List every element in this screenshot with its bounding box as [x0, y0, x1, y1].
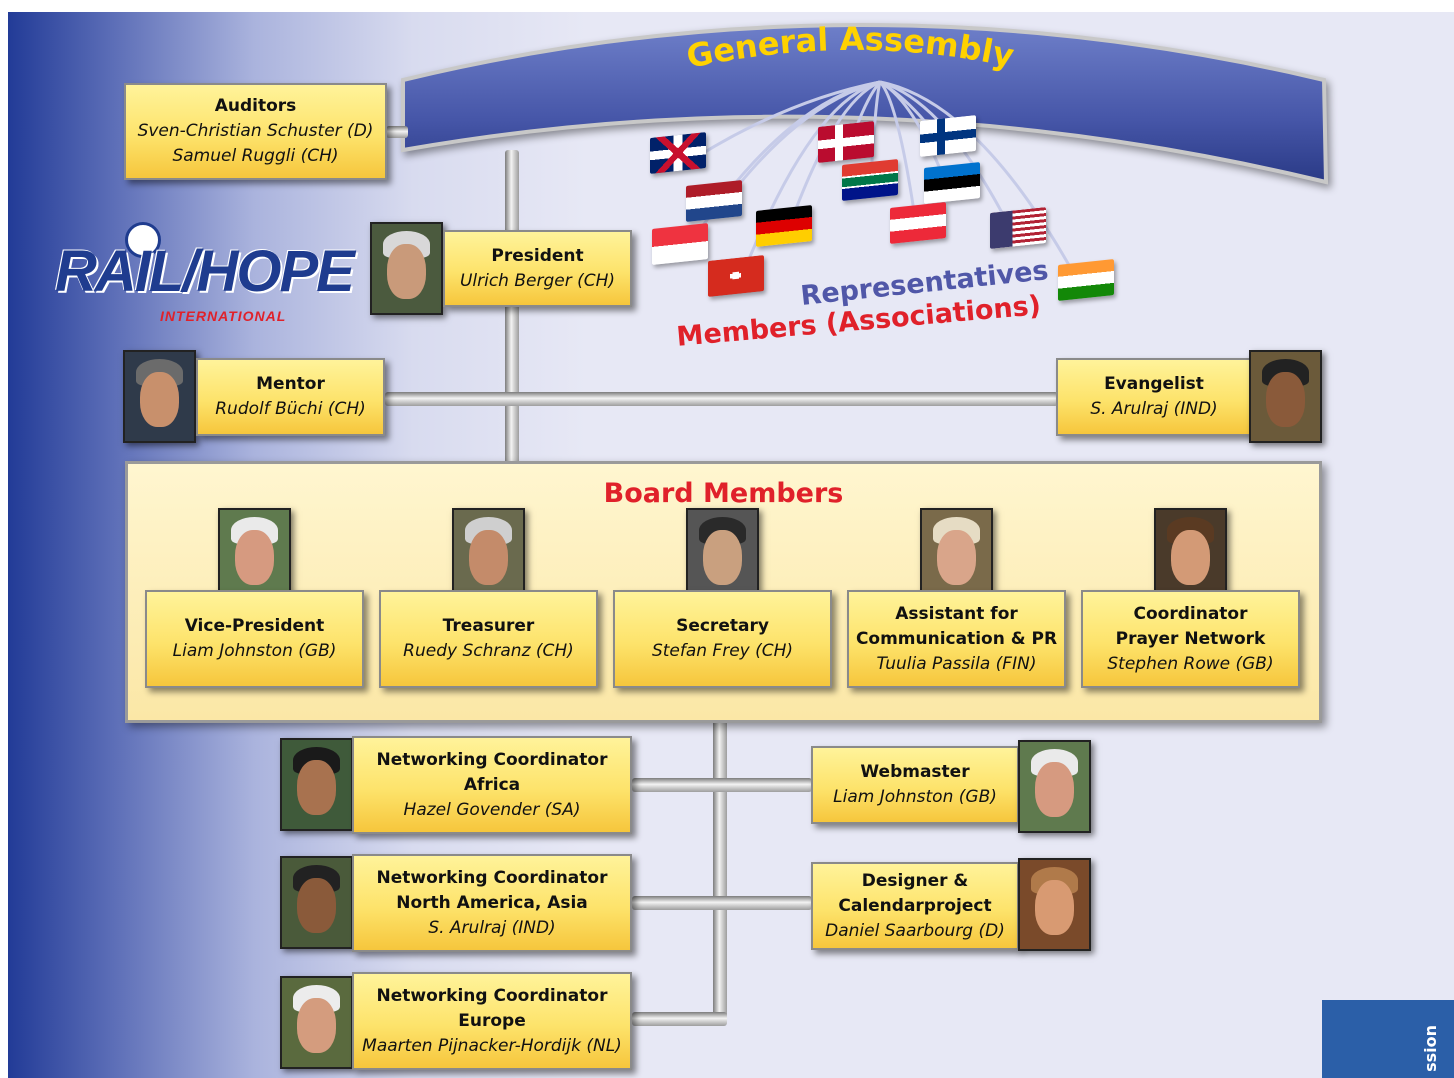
- coordinator-europe-name: Maarten Pijnacker-Hordijk (NL): [362, 1035, 622, 1056]
- secretary-role: Secretary: [676, 616, 769, 636]
- president-photo: [370, 222, 443, 315]
- flag-usa-icon: [990, 207, 1046, 249]
- designer-photo: [1018, 858, 1091, 951]
- general-assembly-banner: General Assembly: [401, 20, 1329, 185]
- auditors-role: Auditors: [214, 96, 297, 116]
- mentor-name: Rudolf Büchi (CH): [215, 399, 366, 419]
- designer-box: Designer & Calendarproject Daniel Saarbo…: [811, 862, 1019, 950]
- webmaster-name: Liam Johnston (GB): [833, 787, 997, 807]
- vice-president-name: Liam Johnston (GB): [172, 641, 337, 661]
- flag-estonia-icon: [924, 162, 980, 204]
- communication-box: Assistant for Communication & PR Tuulia …: [847, 590, 1066, 688]
- flag-india-icon: [1058, 259, 1114, 301]
- flag-switzerland-icon: [708, 255, 764, 297]
- designer-role-2: Calendarproject: [838, 895, 992, 916]
- evangelist-role: Evangelist: [1104, 374, 1204, 394]
- logo-word-rail: RAIL: [55, 239, 184, 304]
- coordinator-africa-box: Networking Coordinator Africa Hazel Gove…: [352, 736, 632, 834]
- coordinator-africa-name: Hazel Govender (SA): [403, 799, 581, 820]
- evangelist-name: S. Arulraj (IND): [1090, 399, 1218, 419]
- row1-line: [632, 778, 812, 792]
- lower-trunk: [713, 720, 727, 1020]
- coordinator-africa-region: Africa: [463, 774, 521, 795]
- railhope-logo-mark: [125, 222, 161, 258]
- coordinator-africa-photo: [280, 738, 353, 831]
- coordinator-europe-region: Europe: [458, 1010, 526, 1031]
- secretary-name: Stefan Frey (CH): [651, 641, 794, 661]
- logo-subtitle: INTERNATIONAL: [160, 308, 287, 324]
- coordinator-na-asia-photo: [280, 856, 353, 949]
- webmaster-role: Webmaster: [860, 762, 970, 782]
- evangelist-box: Evangelist S. Arulraj (IND): [1056, 358, 1252, 436]
- treasurer-role: Treasurer: [442, 616, 535, 636]
- secretary-box: Secretary Stefan Frey (CH): [613, 590, 832, 688]
- coordinator-europe-role: Networking Coordinator: [376, 985, 608, 1006]
- treasurer-name: Ruedy Schranz (CH): [403, 641, 574, 661]
- prayer-network-box: Coordinator Prayer Network Stephen Rowe …: [1081, 590, 1300, 688]
- communication-role-2: Communication & PR: [855, 628, 1058, 649]
- webmaster-box: Webmaster Liam Johnston (GB): [811, 746, 1019, 824]
- board-title: Board Members: [603, 478, 844, 509]
- flag-norway-icon: [818, 121, 874, 163]
- vice-president-box: Vice-President Liam Johnston (GB): [145, 590, 364, 688]
- main-trunk: [505, 150, 519, 470]
- webmaster-photo: [1018, 740, 1091, 833]
- communication-role-1: Assistant for: [895, 603, 1018, 624]
- president-name: Ulrich Berger (CH): [459, 270, 616, 291]
- side-tab-text: ssion: [1421, 1025, 1440, 1072]
- prayer-network-name: Stephen Rowe (GB): [1107, 653, 1274, 674]
- row3-line: [632, 1012, 727, 1026]
- treasurer-box: Treasurer Ruedy Schranz (CH): [379, 590, 598, 688]
- railhope-logo: RAIL/HOPE INTERNATIONAL: [55, 198, 355, 328]
- designer-role-1: Designer &: [861, 870, 969, 891]
- flag-ray: [879, 80, 1088, 297]
- side-tab: ssion: [1322, 1000, 1454, 1078]
- mentor-evangelist-line: [385, 392, 1058, 406]
- prayer-network-role-1: Coordinator: [1133, 603, 1248, 624]
- mentor-role: Mentor: [256, 374, 325, 394]
- auditors-connector: [386, 126, 408, 138]
- president-role: President: [491, 245, 584, 266]
- communication-name: Tuulia Passila (FIN): [876, 653, 1037, 674]
- coordinator-na-asia-name: S. Arulraj (IND): [428, 917, 556, 938]
- flag-ray: [678, 80, 881, 261]
- flag-singapore-icon: [652, 223, 708, 265]
- auditor-name-2: Samuel Ruggli (CH): [172, 146, 339, 166]
- evangelist-photo: [1249, 350, 1322, 443]
- flag-netherlands-icon: [686, 180, 742, 222]
- vice-president-photo: [218, 508, 291, 601]
- flag-finland-icon: [920, 115, 976, 157]
- flag-uk-icon: [650, 132, 706, 174]
- logo-slash: /: [182, 239, 198, 304]
- coordinator-europe-photo: [280, 976, 353, 1069]
- logo-word-hope: HOPE: [196, 239, 354, 304]
- coordinator-na-asia-role: Networking Coordinator: [376, 867, 608, 888]
- auditors-box: Auditors Sven-Christian Schuster (D) Sam…: [124, 83, 387, 180]
- flag-ray: [734, 80, 881, 293]
- flag-south-africa-icon: [842, 159, 898, 201]
- coordinator-europe-box: Networking Coordinator Europe Maarten Pi…: [352, 972, 632, 1070]
- communication-photo: [920, 508, 993, 601]
- prayer-network-role-2: Prayer Network: [1115, 628, 1266, 649]
- designer-name: Daniel Saarbourg (D): [825, 920, 1005, 941]
- treasurer-photo: [452, 508, 525, 601]
- flag-austria-icon: [890, 202, 946, 244]
- prayer-network-photo: [1154, 508, 1227, 601]
- coordinator-africa-role: Networking Coordinator: [376, 749, 608, 770]
- mentor-photo: [123, 350, 196, 443]
- flag-germany-icon: [756, 205, 812, 247]
- row2-line: [632, 896, 812, 910]
- vice-president-role: Vice-President: [184, 616, 325, 636]
- coordinator-na-asia-box: Networking Coordinator North America, As…: [352, 854, 632, 952]
- secretary-photo: [686, 508, 759, 601]
- president-box: President Ulrich Berger (CH): [443, 230, 632, 307]
- mentor-box: Mentor Rudolf Büchi (CH): [196, 358, 385, 436]
- auditor-name-1: Sven-Christian Schuster (D): [137, 121, 374, 141]
- coordinator-na-asia-region: North America, Asia: [396, 892, 588, 913]
